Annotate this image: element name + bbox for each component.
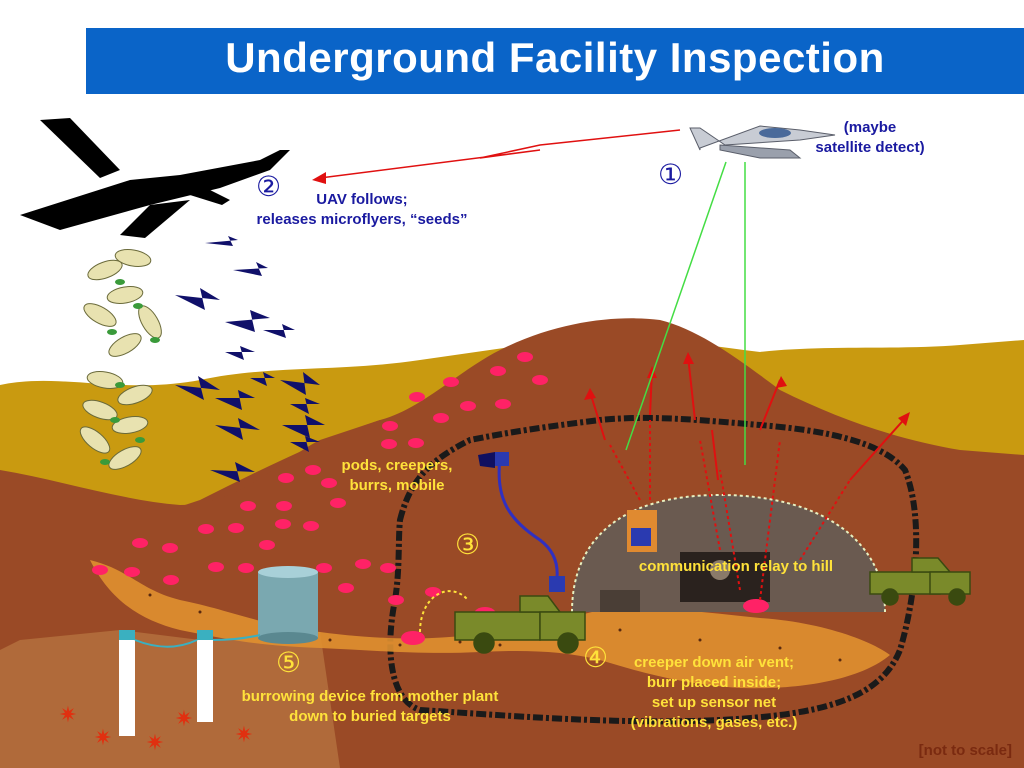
relay-label: communication relay to hill xyxy=(638,558,834,575)
uav-silhouette xyxy=(20,118,290,238)
seed-clusters-green xyxy=(100,279,160,465)
mother-plant-tank xyxy=(258,566,318,644)
svg-text:✷: ✷ xyxy=(235,722,253,747)
uav-label: UAV follows; releases microflyers, “seed… xyxy=(232,190,492,230)
creeper-label-line4: (vibrations, gases, etc.) xyxy=(630,714,798,731)
title-bar: Underground Facility Inspection xyxy=(86,28,1024,94)
vent-sensor xyxy=(631,528,651,546)
gravel-path xyxy=(90,560,890,689)
step-4-marker: ④ xyxy=(583,642,609,673)
truck-right xyxy=(869,557,971,606)
satellite-label-line2: satellite detect) xyxy=(815,139,925,156)
svg-text:✷: ✷ xyxy=(146,730,164,755)
burrow-tubes xyxy=(119,630,261,736)
burrow-label: burrowing device from mother plant down … xyxy=(214,687,526,727)
pods-label-line1: pods, creepers, xyxy=(341,457,453,474)
signal-arrows xyxy=(589,355,909,481)
creeper-label-line2: burr placed inside; xyxy=(646,674,782,691)
uav-label-line2: releases microflyers, “seeds” xyxy=(256,211,468,228)
seed-pods xyxy=(92,352,769,645)
seed-clusters xyxy=(79,249,162,470)
sensor-cable xyxy=(497,457,559,586)
satellite-label: (maybe satellite detect) xyxy=(800,118,940,158)
step-5-marker: ⑤ xyxy=(276,647,302,678)
uplink-lines xyxy=(625,161,746,465)
buried-targets: ✷ ✷ ✷ ✷ ✷ xyxy=(59,702,253,755)
pods-label-line2: burrs, mobile xyxy=(349,477,445,494)
step-1-marker: ① xyxy=(658,159,684,190)
not-to-scale-note: [not to scale] xyxy=(918,742,1012,759)
page-title: Underground Facility Inspection xyxy=(225,34,885,81)
creeper-label-line1: creeper down air vent; xyxy=(633,654,795,671)
satellite-label-line1: (maybe xyxy=(843,119,897,136)
burrow-label-line1: burrowing device from mother plant xyxy=(241,688,499,705)
step-2-marker: ② xyxy=(256,171,282,202)
jet-aircraft xyxy=(689,125,836,159)
uav-path xyxy=(319,129,681,179)
uav-label-line1: UAV follows; xyxy=(316,191,408,208)
microflyers xyxy=(175,236,325,482)
creeper-label: creeper down air vent; burr placed insid… xyxy=(606,653,822,733)
truck-left xyxy=(454,595,586,654)
svg-text:✷: ✷ xyxy=(59,702,77,727)
signal-arrowheads xyxy=(584,352,910,426)
step-3-marker: ③ xyxy=(455,529,481,560)
facility-boundary xyxy=(387,414,920,725)
svg-text:✷: ✷ xyxy=(175,706,193,731)
hop-arrow xyxy=(419,590,469,633)
flag xyxy=(478,452,495,468)
creeper-label-line3: set up sensor net xyxy=(651,694,777,711)
burrow-soil xyxy=(0,630,340,768)
pods-label: pods, creepers, burrs, mobile xyxy=(322,456,472,496)
ground-sensor xyxy=(549,576,565,592)
signal-dotted xyxy=(609,420,851,601)
burrow-label-line2: down to buried targets xyxy=(289,708,451,725)
uav-path-arrowhead xyxy=(312,172,326,184)
svg-text:✷: ✷ xyxy=(94,725,112,750)
mast-sensor xyxy=(495,452,509,466)
